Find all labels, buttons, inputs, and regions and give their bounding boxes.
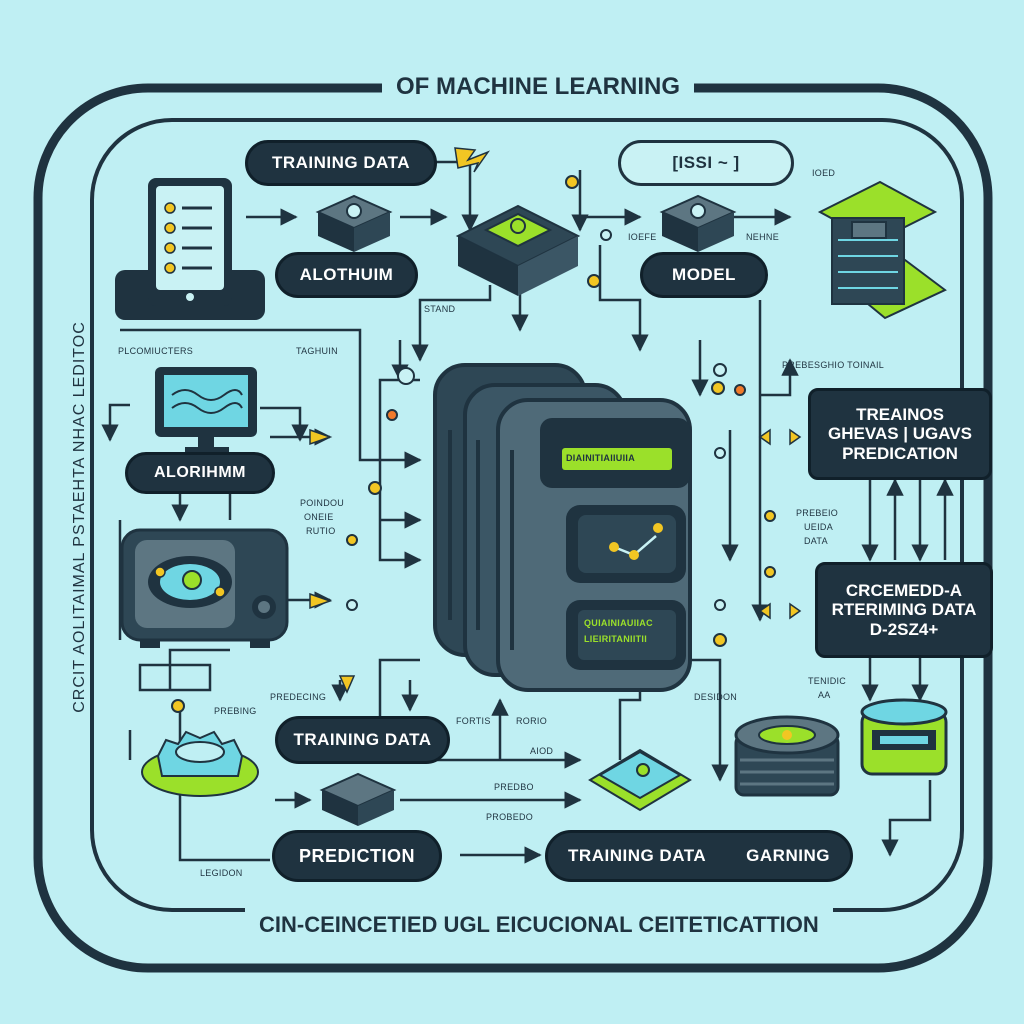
label-nehne: NEHNE (746, 232, 780, 242)
yellow-arrow-2 (309, 592, 333, 610)
label-poindou: POINDOU (300, 498, 345, 508)
chip-label-top: DIAINITIAIIUIIA (566, 453, 635, 463)
tablet-icon (115, 178, 265, 320)
node-model: MODEL (640, 252, 768, 298)
label-rutio: RUTIO (306, 526, 336, 536)
green-stack-icon (817, 180, 947, 320)
gear-icon (141, 730, 259, 797)
node-retraining-data: CRCEMEDD-A RTERIMING DATA D-2SZ4+ (815, 562, 993, 658)
platform-icon (588, 748, 692, 812)
main-server-stack (433, 363, 692, 692)
chip-label-bottom-2: LIEIRITANIITII (584, 634, 648, 644)
label-aa: AA (818, 690, 831, 700)
label-legidon: LEGIDON (200, 868, 243, 878)
yellow-arrow-1 (309, 428, 333, 446)
device-icon (120, 528, 289, 648)
side-label: CRCIT AOLITAIMAL PSTAEHTA NHAC LEDITOC (71, 321, 88, 713)
label-prebesghio: PREBESGHIO TOINAIL (782, 360, 885, 370)
node-retraining-line-1: CRCEMEDD-A (845, 580, 963, 600)
node-training-data-mid: TRAINING DATA (275, 716, 450, 764)
diagram-title: OF MACHINE LEARNING (382, 72, 694, 102)
chip-label-bottom-1: QUIAINIAUIIAC (584, 618, 653, 628)
monitor-icon (155, 367, 257, 452)
label-oneie: ONEIE (304, 512, 334, 522)
label-ioefe: IOEFE (628, 232, 657, 242)
node-treainos-line-1: TREAINOS (856, 404, 944, 424)
data-cube-2 (659, 194, 737, 252)
label-rorio: RORIO (516, 716, 548, 726)
node-treainos-line-2: GHEVAS | UGAVS (828, 424, 972, 444)
node-code-box: [ISSI ~ ] (618, 140, 794, 186)
node-prediction: PREDICTION (272, 830, 442, 882)
label-plcomiucters: PLCOMIUCTERS (118, 346, 194, 356)
lightning-icon (454, 147, 491, 173)
label-tenidic: TENIDIC (808, 676, 847, 686)
yellow-arrow-3 (338, 675, 356, 694)
server-node-top (455, 204, 581, 296)
label-predbo: PREDBO (494, 782, 534, 792)
node-treainos-prediction: TREAINOS GHEVAS | UGAVS PREDICATION (808, 388, 992, 480)
label-aiod: AIOD (530, 746, 554, 756)
node-training-data-top: TRAINING DATA (245, 140, 437, 186)
node-alothuim: ALOTHUIM (275, 252, 418, 298)
data-cube-1 (315, 194, 393, 252)
label-stand: STAND (424, 304, 456, 314)
node-training-garning-part-2: GARNING (746, 846, 830, 865)
diagram-footer: CIN-CEINCETIED UGL EICUCIONAL CEITETICAT… (245, 908, 833, 942)
label-ueida: UEIDA (804, 522, 834, 532)
label-taghuin: TAGHUIN (296, 346, 338, 356)
label-ioed: IOED (812, 168, 836, 178)
yellow-arrow-4 (758, 428, 802, 446)
label-prebing: PREBING (214, 706, 257, 716)
label-desidon: DESIDON (694, 692, 738, 702)
node-retraining-line-3: D-2SZ4+ (869, 619, 939, 639)
label-probedo: PROBEDO (486, 812, 534, 822)
label-data: DATA (804, 536, 828, 546)
node-alorihmm: ALORIHMM (125, 452, 275, 494)
node-training-garning: TRAINING DATA GARNING (545, 830, 853, 882)
label-prebeio: PREBEIO (796, 508, 839, 518)
label-fortis: FORTIS (456, 716, 491, 726)
node-retraining-line-2: RTERIMING DATA (831, 600, 977, 620)
node-treainos-line-3: PREDICATION (842, 443, 958, 463)
yellow-arrow-5 (758, 602, 802, 620)
data-cube-3 (319, 772, 397, 826)
label-predecing: PREDECING (270, 692, 327, 702)
green-cylinder-icon (860, 698, 948, 776)
node-training-garning-part-1: TRAINING DATA (568, 846, 707, 865)
disk-stack-icon (734, 715, 840, 797)
